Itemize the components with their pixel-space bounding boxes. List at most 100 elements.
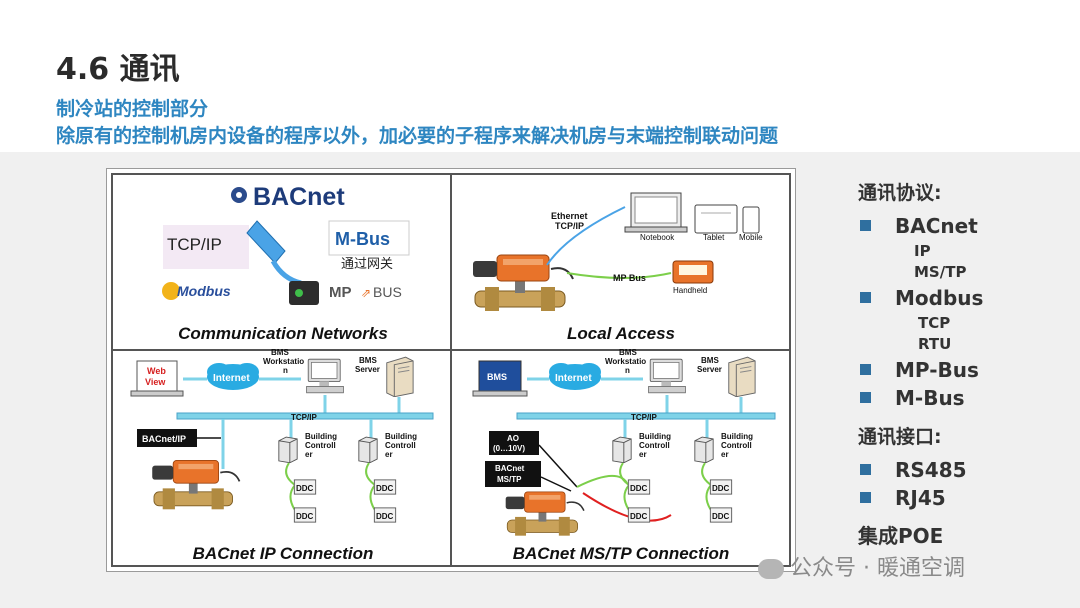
building-controller-icon-ip-2 — [358, 436, 378, 463]
bullet-icon — [860, 220, 871, 231]
bacnet-mstp-tag: BACnet MS/TP — [485, 461, 541, 487]
tcpip-bus-ip — [176, 412, 434, 420]
quad-title-bacnet-ip: BACnet IP Connection — [193, 544, 374, 563]
building-controller-icon-ip-1 — [278, 436, 298, 463]
notebook-label: Notebook — [640, 233, 675, 242]
protocol-sub-tcp: TCP — [918, 314, 951, 332]
ddc-label-ip-3: DDC — [376, 484, 394, 493]
internet-cloud-ip: Internet — [207, 363, 259, 390]
bms-laptop: BMS — [472, 360, 528, 397]
svg-text:M-Bus: M-Bus — [335, 229, 390, 249]
wechat-icon — [758, 559, 784, 579]
bms-server-icon-ip — [386, 356, 414, 397]
svg-text:MP: MP — [329, 284, 352, 301]
mobile-label: Mobile — [739, 233, 763, 242]
bms-workstation-icon-mstp — [648, 358, 686, 394]
bacnet-ip-tag: BACnet/IP — [137, 429, 197, 447]
svg-text:MS/TP: MS/TP — [497, 475, 522, 484]
tablet-label: Tablet — [703, 233, 725, 242]
handheld-label: Handheld — [673, 286, 707, 295]
tcpip-logo: TCP/IP — [163, 225, 249, 269]
ao-tag: AO (0…10V) — [489, 431, 539, 455]
internet-cloud-mstp: Internet — [549, 363, 601, 390]
ethernet-link — [546, 206, 626, 266]
svg-text:BACnet/IP: BACnet/IP — [142, 434, 186, 444]
tcpip-label: TCP/IP — [555, 221, 584, 231]
quad-title-bacnet-mstp: BACnet MS/TP Connection — [513, 544, 730, 563]
handheld-icon — [672, 260, 714, 284]
rj45-cable-icon — [246, 220, 302, 286]
svg-text:(0…10V): (0…10V) — [493, 444, 525, 453]
svg-text:BACnet: BACnet — [495, 464, 525, 473]
web-view-laptop: Web View — [130, 360, 184, 397]
actuator-valve-image — [472, 254, 574, 312]
svg-text:Internet: Internet — [213, 373, 250, 384]
poe-label: 集成POE — [858, 524, 944, 548]
svg-text:TCP/IP: TCP/IP — [167, 235, 222, 254]
interface-header: 通讯接口: — [858, 426, 942, 448]
notebook-icon — [624, 192, 688, 233]
mpbus-label: MP Bus — [613, 273, 646, 283]
protocol-item-mpbus: MP-Bus — [860, 358, 979, 382]
protocol-item-bacnet: BACnet — [860, 214, 978, 238]
protocol-item-modbus: Modbus — [860, 286, 983, 310]
bullet-icon — [860, 364, 871, 375]
subtitle-line-2: 除原有的控制机房内设备的程序以外，加必要的子程序来解决机房与末端控制联动问题 — [56, 125, 779, 147]
bullet-icon — [860, 492, 871, 503]
tablet-icon — [694, 204, 738, 234]
ddc-label-ip-2: DDC — [296, 512, 314, 521]
protocol-sub-rtu: RTU — [918, 335, 952, 353]
svg-text:BMS: BMS — [487, 372, 507, 382]
svg-text:通过网关: 通过网关 — [341, 256, 393, 271]
gateway-device-icon — [289, 281, 319, 305]
ddc-label-ip-4: DDC — [376, 512, 394, 521]
svg-text:⇗: ⇗ — [361, 286, 371, 300]
svg-text:Web: Web — [147, 366, 166, 376]
mpbus-logo: MP ⇗ BUS — [329, 284, 402, 301]
svg-text:Internet: Internet — [555, 373, 592, 384]
building-controller-icon-mstp-2 — [694, 436, 714, 463]
quad-title-local-access: Local Access — [567, 324, 675, 343]
svg-text:AO: AO — [507, 434, 519, 443]
ddc-label-mstp-3: DDC — [712, 484, 730, 493]
quad-title-networks: Communication Networks — [178, 324, 388, 343]
bms-server-icon-mstp — [728, 356, 756, 397]
mpbus-link — [566, 272, 672, 279]
ddc-label-mstp-4: DDC — [712, 512, 730, 521]
ddc-label-mstp-1: DDC — [630, 484, 648, 493]
subtitle-line-1: 制冷站的控制部分 — [56, 98, 209, 120]
bacnet-logo: BACnet — [231, 183, 345, 211]
protocol-item-mbus: M-Bus — [860, 386, 965, 410]
actuator-valve-mstp — [504, 491, 585, 537]
watermark: 公众号 · 暖通空调 — [758, 550, 965, 582]
bullet-icon — [860, 292, 871, 303]
protocol-sub-ip: IP — [914, 242, 931, 260]
svg-text:BUS: BUS — [373, 284, 402, 300]
building-controller-icon-mstp-1 — [612, 436, 632, 463]
mbus-logo: M-Bus 通过网关 — [328, 220, 410, 271]
tcpip-bus-label-mstp: TCP/IP — [631, 413, 657, 422]
ddc-label-ip-1: DDC — [296, 484, 314, 493]
svg-text:View: View — [145, 377, 166, 387]
interface-item-rs485: RS485 — [860, 458, 967, 482]
interface-item-rj45: RJ45 — [860, 486, 946, 510]
bms-workstation-icon-ip — [306, 358, 344, 394]
tcpip-bus-label-ip: TCP/IP — [291, 413, 317, 422]
protocol-sub-mstp: MS/TP — [914, 263, 967, 281]
modbus-logo: Modbus — [162, 282, 231, 300]
diagram-frame: BACnet TCP/IP M-Bus 通过网关 Modbus MP ⇗ BUS — [106, 168, 796, 572]
mobile-icon — [742, 206, 760, 234]
bullet-icon — [860, 464, 871, 475]
ethernet-label: Ethernet — [551, 211, 588, 221]
actuator-valve-ip — [151, 459, 241, 511]
bullet-icon — [860, 392, 871, 403]
svg-text:BACnet: BACnet — [253, 183, 345, 211]
ddc-label-mstp-2: DDC — [630, 512, 648, 521]
